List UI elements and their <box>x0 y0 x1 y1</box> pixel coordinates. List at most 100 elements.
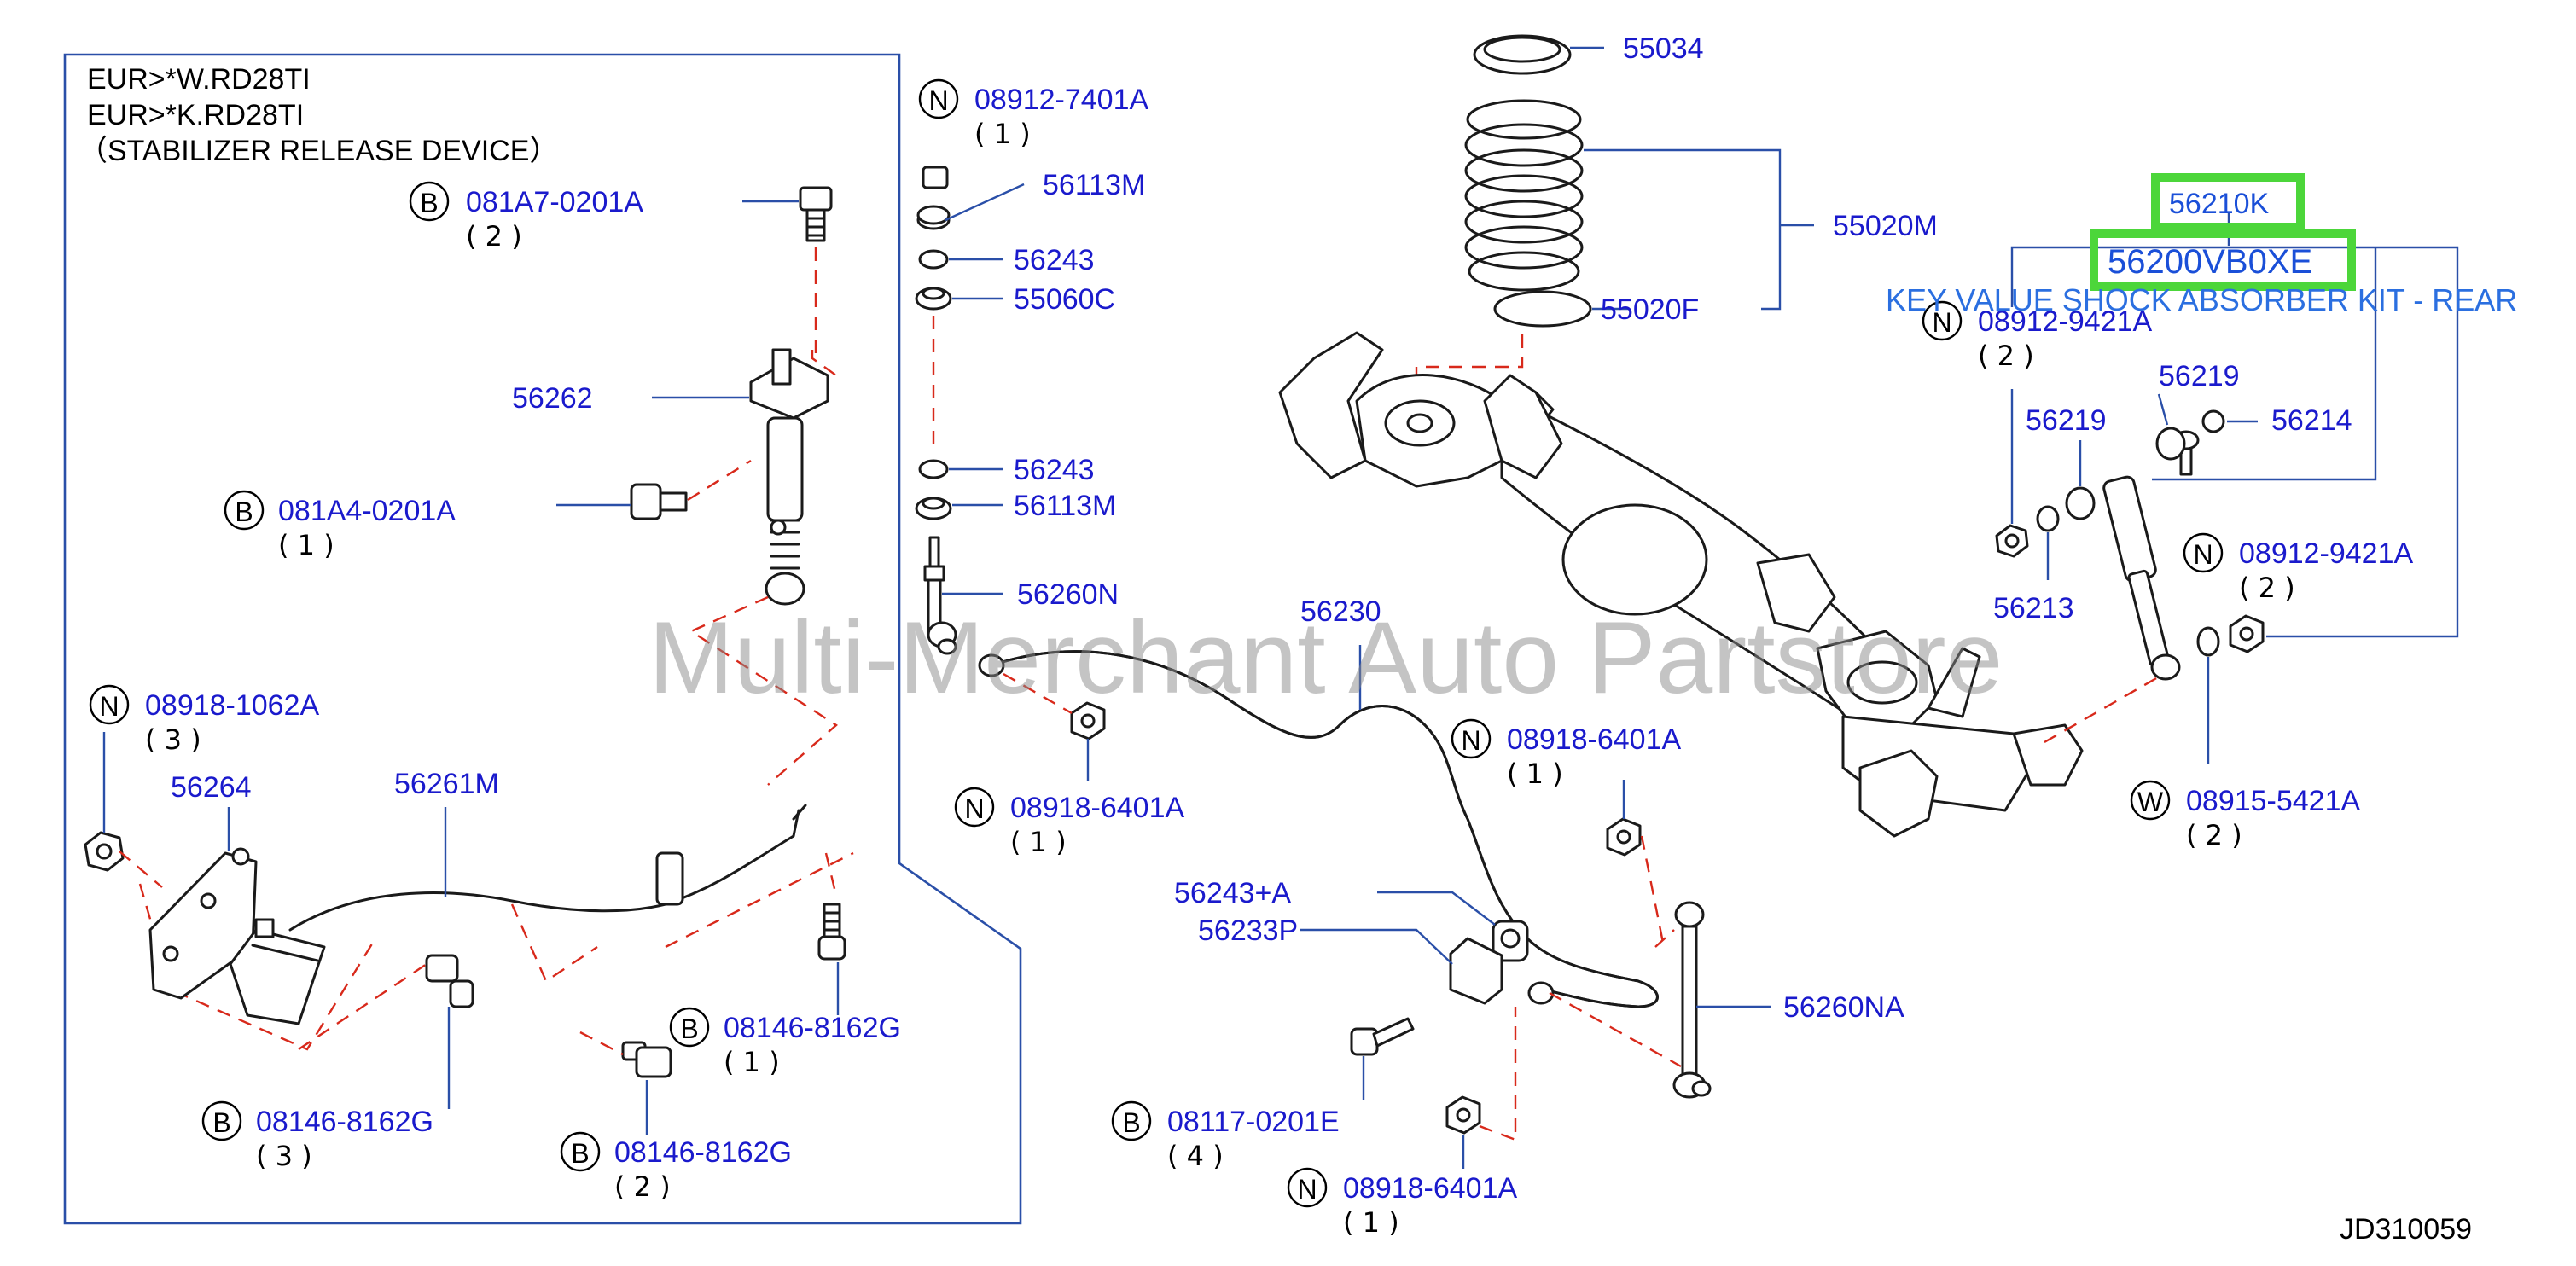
part-56219-b[interactable]: 56219 <box>2026 404 2107 437</box>
part-55060C[interactable]: 55060C <box>1014 283 1115 316</box>
header-line-2: EUR>*K.RD28TI <box>87 99 304 131</box>
marker-08117: B <box>1111 1100 1152 1141</box>
part-56214[interactable]: 56214 <box>2271 404 2352 437</box>
marker-08146-c: B <box>560 1131 601 1172</box>
marker-08918-1062A: N <box>89 684 130 725</box>
marker-08915-5421A: W <box>2130 780 2171 821</box>
shock-bushings-drawing <box>1995 409 2225 558</box>
svg-text:N: N <box>1932 307 1951 338</box>
part-081A7-0201A[interactable]: 081A7-0201A <box>466 186 643 218</box>
qty-08146-8162G-a: ( 1 ) <box>724 1046 780 1078</box>
watermark: Multi-Merchant Auto Partstore <box>648 601 2003 715</box>
coil-spring-55020M-drawing <box>1464 99 1584 292</box>
highlight-box-56200VB0XE <box>2090 229 2356 291</box>
header-line-1: EUR>*W.RD28TI <box>87 63 311 96</box>
marker-08912-7401A: N <box>918 78 959 119</box>
diagram-code: JD310059 <box>2340 1213 2472 1246</box>
qty-08146-8162G-c: ( 2 ) <box>614 1170 671 1203</box>
svg-text:B: B <box>571 1138 589 1169</box>
actuator-56262-drawing <box>749 348 829 606</box>
part-08912-7401A[interactable]: 08912-7401A <box>974 84 1149 116</box>
svg-text:N: N <box>99 691 119 722</box>
shock-absorber-drawing <box>2102 430 2200 681</box>
svg-text:N: N <box>2193 539 2213 570</box>
axle-housing-drawing <box>1278 331 2084 838</box>
marker-081A4: B <box>224 490 265 531</box>
svg-text:B: B <box>420 188 438 218</box>
nut-08918-1062A-drawing <box>84 831 125 872</box>
highlight-box-56210K <box>2151 173 2305 231</box>
bolt-08146-c-drawing <box>621 1041 672 1078</box>
bolt-08117-drawing <box>1350 1017 1415 1056</box>
svg-text:N: N <box>964 793 984 824</box>
stack-washers-drawing <box>915 166 952 520</box>
qty-08918-6401A-b: ( 1 ) <box>1507 758 1563 790</box>
part-56213[interactable]: 56213 <box>1993 592 2074 624</box>
qty-08146-8162G-b: ( 3 ) <box>256 1140 312 1172</box>
cable-56261M-drawing <box>288 809 800 932</box>
part-56261M[interactable]: 56261M <box>394 768 499 800</box>
svg-text:N: N <box>1297 1174 1317 1205</box>
nut-08918-6401A-a-drawing <box>1070 701 1106 740</box>
part-56243-b[interactable]: 56243 <box>1014 454 1095 486</box>
marker-08912-9421A-b: N <box>2183 532 2224 573</box>
part-56233P[interactable]: 56233P <box>1198 915 1298 947</box>
qty-08912-7401A: ( 1 ) <box>974 118 1031 150</box>
part-08146-8162G-c[interactable]: 08146-8162G <box>614 1136 792 1169</box>
qty-08912-9421A-b: ( 2 ) <box>2239 572 2295 604</box>
nut-08918-6401A-b-drawing <box>1606 817 1642 857</box>
marker-08146-a: B <box>669 1007 710 1048</box>
link-56260N-drawing <box>923 536 957 655</box>
qty-081A7-0201A: ( 2 ) <box>466 220 522 253</box>
qty-08912-9421A-a: ( 2 ) <box>1978 340 2034 372</box>
part-08918-6401A-c[interactable]: 08918-6401A <box>1343 1172 1518 1205</box>
svg-text:B: B <box>1122 1107 1140 1138</box>
part-08912-9421A-a[interactable]: 08912-9421A <box>1978 305 2153 338</box>
part-08117-0201E[interactable]: 08117-0201E <box>1167 1106 1340 1138</box>
marker-08912-9421A-a: N <box>1922 300 1963 341</box>
part-55020F[interactable]: 55020F <box>1601 293 1699 326</box>
bolt-081A7-drawing <box>799 186 833 242</box>
part-56230[interactable]: 56230 <box>1300 595 1381 628</box>
marker-081A7: B <box>409 181 450 222</box>
part-08918-6401A-a[interactable]: 08918-6401A <box>1010 792 1185 824</box>
part-08918-1062A[interactable]: 08918-1062A <box>145 689 320 722</box>
part-56264[interactable]: 56264 <box>171 771 252 804</box>
part-55020M[interactable]: 55020M <box>1833 210 1938 242</box>
marker-08918-6401A-c: N <box>1287 1167 1328 1208</box>
part-56262[interactable]: 56262 <box>512 382 593 415</box>
qty-08918-6401A-c: ( 1 ) <box>1343 1206 1399 1239</box>
nut-08912-9421A-b-drawing <box>2196 614 2265 657</box>
part-56219-a[interactable]: 56219 <box>2159 360 2240 392</box>
part-08915-5421A[interactable]: 08915-5421A <box>2186 785 2361 817</box>
part-56243-A[interactable]: 56243+A <box>1174 877 1291 909</box>
part-56210K[interactable]: 56210K <box>2169 188 2270 220</box>
part-56113M-a[interactable]: 56113M <box>1043 169 1145 201</box>
part-56260NA[interactable]: 56260NA <box>1783 991 1904 1024</box>
part-08912-9421A-b[interactable]: 08912-9421A <box>2239 537 2414 570</box>
bolt-08146-b-drawing <box>425 954 474 1008</box>
module-box-drawing <box>229 918 326 1025</box>
qty-08915-5421A: ( 2 ) <box>2186 819 2242 851</box>
spring-seat-55020F-drawing <box>1493 290 1592 328</box>
bracket-56264-drawing <box>148 847 258 1000</box>
marker-08146-b: B <box>201 1100 242 1141</box>
part-08918-6401A-b[interactable]: 08918-6401A <box>1507 723 1682 756</box>
bushing-clamp-drawing <box>1449 920 1529 1005</box>
part-56113M-b[interactable]: 56113M <box>1014 490 1116 522</box>
svg-text:W: W <box>2137 787 2164 817</box>
part-08146-8162G-a[interactable]: 08146-8162G <box>724 1012 901 1044</box>
part-56260N[interactable]: 56260N <box>1017 578 1119 611</box>
part-081A4-0201A[interactable]: 081A4-0201A <box>278 495 456 527</box>
part-55034[interactable]: 55034 <box>1623 32 1704 65</box>
part-56200VB0XE[interactable]: 56200VB0XE <box>2108 243 2312 281</box>
bolt-081A4-drawing <box>630 483 688 520</box>
part-56243-a[interactable]: 56243 <box>1014 244 1095 276</box>
link-56260NA-drawing <box>1672 901 1712 1099</box>
bolt-08146-a-drawing <box>817 903 846 961</box>
header-line-3: （STABILIZER RELEASE DEVICE） <box>79 135 558 167</box>
spring-seat-55034-drawing <box>1473 34 1572 75</box>
svg-text:N: N <box>928 85 948 116</box>
part-08146-8162G-b[interactable]: 08146-8162G <box>256 1106 433 1138</box>
